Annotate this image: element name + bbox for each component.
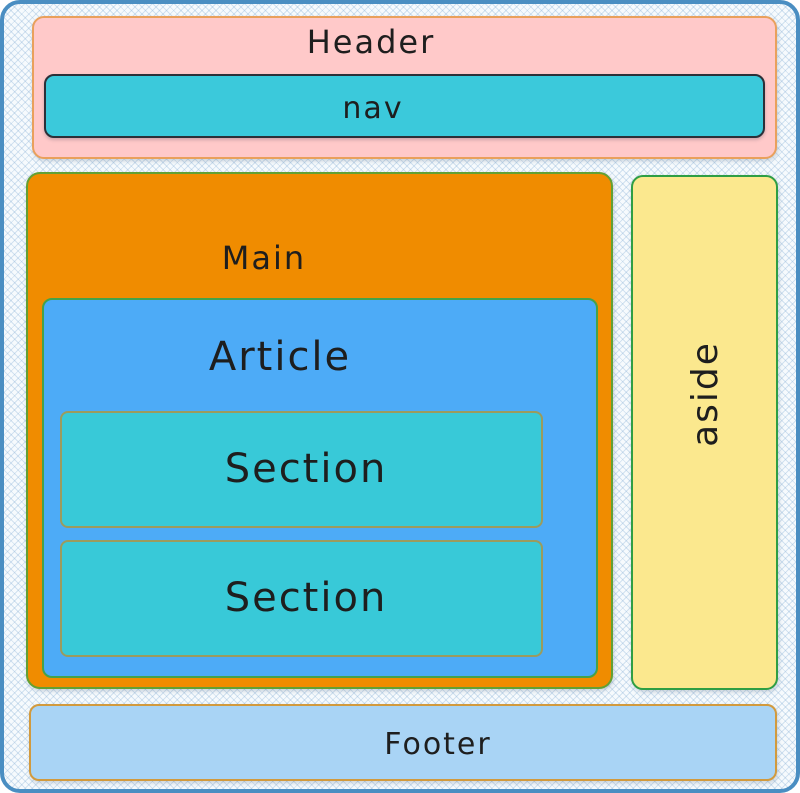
article-label: Article <box>208 334 352 380</box>
footer-label: Footer <box>384 727 492 762</box>
section-label-2: Section <box>224 575 388 621</box>
header-label: Header <box>306 23 436 61</box>
section-box-1: Section <box>60 411 543 528</box>
article-box: Article Section Section <box>42 298 598 678</box>
aside-label: aside <box>685 341 726 447</box>
nav-label: nav <box>342 91 404 126</box>
section-box-2: Section <box>60 540 543 657</box>
main-label: Main <box>221 239 307 277</box>
aside-box: aside <box>631 175 778 690</box>
main-box: Main Article Section Section <box>26 172 613 689</box>
nav-box: nav <box>44 74 765 138</box>
footer-box: Footer <box>29 704 777 781</box>
section-label-1: Section <box>224 446 388 492</box>
header-box: Header nav <box>32 16 777 159</box>
